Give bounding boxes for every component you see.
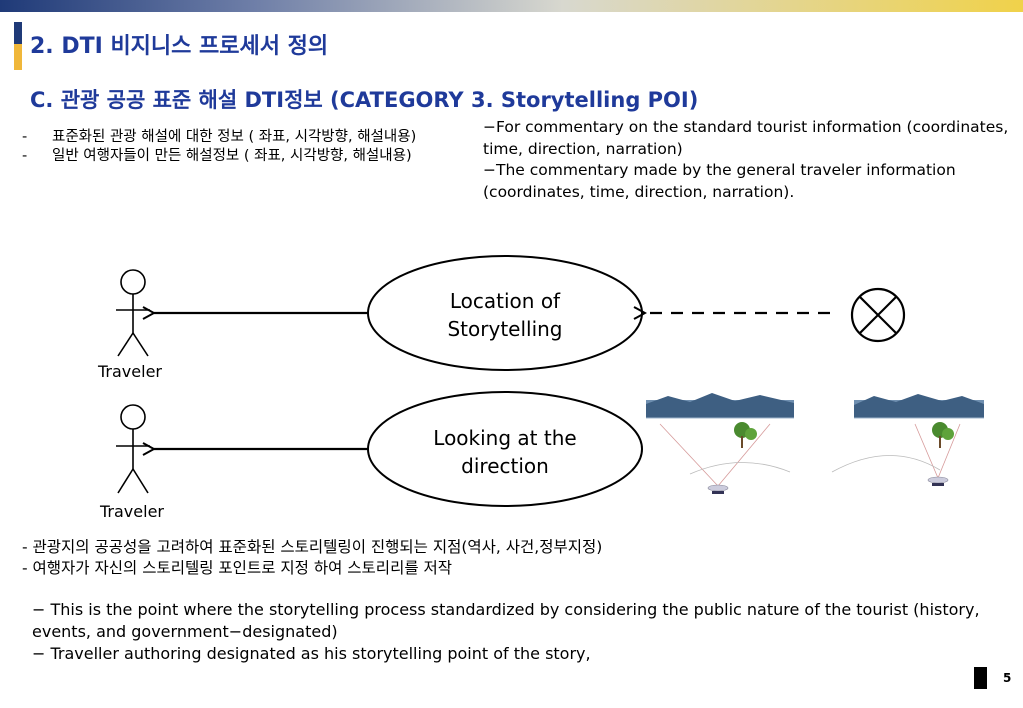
actor-label-2: Traveler	[100, 502, 164, 521]
intro-en-line: −The commentary made by the general trav…	[483, 161, 956, 201]
intro-ko-item: - 표준화된 관광 해설에 대한 정보 ( 좌표, 시각방향, 해설내용)	[22, 128, 472, 147]
bottom-ko-line: - 여행자가 자신의 스토리텔링 포인트로 지정 하여 스토리리를 저작	[22, 559, 453, 577]
direction-photo-illustration-1	[646, 393, 794, 494]
title-accent-upper	[14, 22, 22, 44]
header-gradient-bar	[0, 0, 1023, 12]
usecase-location-line: Location of	[449, 289, 561, 313]
actor-traveler-2	[116, 404, 150, 494]
list-dash: -	[22, 148, 28, 164]
section-subtitle: C. 관광 공공 표준 해설 DTI정보 (CATEGORY 3. Storyt…	[30, 88, 699, 112]
bottom-en-line: − Traveller authoring designated as his …	[32, 644, 591, 663]
direction-photo-illustration-2	[831, 394, 984, 486]
page-marker	[974, 667, 987, 689]
intro-korean: - 표준화된 관광 해설에 대한 정보 ( 좌표, 시각방향, 해설내용) - …	[22, 128, 472, 166]
actor-traveler-1	[116, 269, 150, 357]
page-number: 5	[1003, 671, 1012, 685]
usecase-location-label: Location of Storytelling	[370, 287, 640, 343]
usecase-direction-line: direction	[461, 454, 549, 478]
usecase-direction-label: Looking at the direction	[370, 424, 640, 480]
title-accent-bar	[14, 22, 22, 70]
bottom-korean: - 관광지의 공공성을 고려하여 표준화된 스토리텔링이 진행되는 지점(역사,…	[22, 537, 1002, 579]
bottom-english: − This is the point where the storytelli…	[32, 599, 992, 665]
intro-english: −For commentary on the standard tourist …	[483, 117, 1013, 203]
use-case-diagram	[116, 255, 984, 507]
circle-x-icon	[850, 287, 906, 343]
usecase-direction-line: Looking at the	[433, 426, 577, 450]
intro-en-line: −For commentary on the standard tourist …	[483, 118, 1009, 158]
title-accent-lower	[14, 44, 22, 70]
page-title: 2. DTI 비지니스 프로세서 정의	[30, 34, 329, 59]
actor-label-1: Traveler	[98, 362, 162, 381]
intro-ko-text: 일반 여행자들이 만든 해설정보 ( 좌표, 시각방향, 해설내용)	[52, 148, 412, 164]
list-dash: -	[22, 129, 28, 145]
usecase-location-line: Storytelling	[447, 317, 563, 341]
intro-ko-text: 표준화된 관광 해설에 대한 정보 ( 좌표, 시각방향, 해설내용)	[52, 129, 417, 145]
intro-ko-item: - 일반 여행자들이 만든 해설정보 ( 좌표, 시각방향, 해설내용)	[22, 147, 472, 166]
bottom-ko-line: - 관광지의 공공성을 고려하여 표준화된 스토리텔링이 진행되는 지점(역사,…	[22, 538, 603, 556]
bottom-en-line: − This is the point where the storytelli…	[32, 600, 980, 641]
